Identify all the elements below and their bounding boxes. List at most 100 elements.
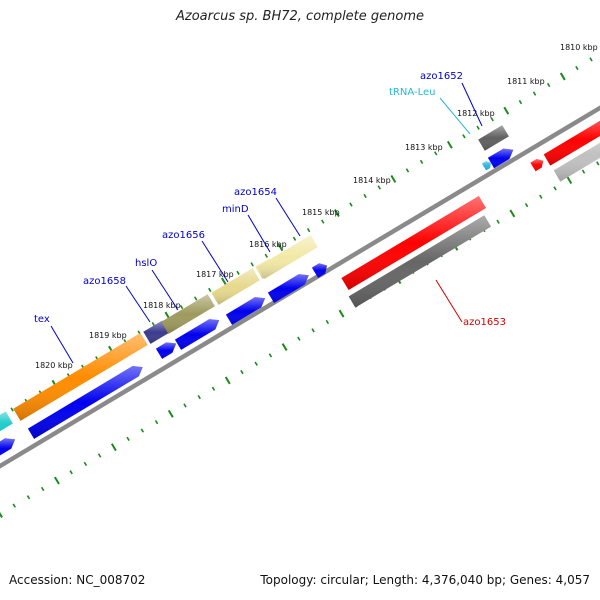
kbp-tick-label: 1811 kbp <box>507 77 545 86</box>
ruler-tick <box>390 175 397 183</box>
ruler-tick <box>110 443 117 452</box>
ruler-tick <box>12 503 16 508</box>
cds-azo1656-shade <box>225 297 266 325</box>
cds-azo1652-shade <box>487 148 514 169</box>
feature-tex-shade <box>13 333 148 421</box>
azo1652-label: azo1652 <box>420 71 463 82</box>
ruler-tick <box>26 495 31 500</box>
ruler-tick <box>292 236 297 241</box>
ruler-tick <box>311 328 315 333</box>
ruler-tick <box>325 319 330 325</box>
ruler-tick <box>306 228 311 233</box>
minD-leader <box>247 214 271 253</box>
ruler-tick <box>446 140 453 149</box>
ruler-tick <box>224 376 231 385</box>
ruler-tick <box>183 403 187 408</box>
ruler-tick <box>419 159 424 165</box>
azo1654-label: azo1654 <box>234 187 277 198</box>
hslO-leader <box>151 269 179 311</box>
kbp-tick-label: 1820 kbp <box>35 361 73 370</box>
ruler-tick <box>333 209 340 218</box>
cds-right-red-tip-shade <box>530 159 544 172</box>
ruler-tick <box>377 185 381 190</box>
azo1654-leader <box>275 197 301 237</box>
ruler-tick <box>405 168 410 173</box>
ruler-tick <box>277 243 284 252</box>
azo1656-label: azo1656 <box>162 230 205 241</box>
ruler-tick <box>97 453 102 458</box>
kbp-tick-label: 1813 kbp <box>405 143 443 152</box>
ruler-tick <box>151 321 156 327</box>
azo1653-leader <box>435 279 463 323</box>
ruler-tick <box>281 343 288 351</box>
ruler-tick <box>338 309 345 318</box>
ruler-tick <box>596 161 600 166</box>
ruler-tick <box>559 72 566 81</box>
azo1658-leader <box>125 285 151 323</box>
kbp-tick-label: 1819 kbp <box>89 331 127 340</box>
ruler-tick <box>518 99 523 105</box>
feature-right-grey-shade <box>553 142 600 182</box>
map-title: Azoarcus sp. BH72, complete genome <box>175 9 425 24</box>
ruler-tick <box>297 336 301 341</box>
ruler-tick <box>54 476 60 485</box>
ruler-tick <box>208 287 212 293</box>
accession-text: Accession: NC_008702 <box>9 573 146 587</box>
ruler-tick <box>321 219 325 224</box>
ruler-tick <box>126 436 130 441</box>
tex-leader <box>50 325 74 364</box>
ruler-tick <box>69 470 73 475</box>
ruler-tick <box>496 219 500 224</box>
ruler-tick <box>509 209 516 218</box>
ruler-tick <box>240 369 244 375</box>
ruler-tick <box>363 193 367 199</box>
feature-azo1654-shade <box>257 235 318 279</box>
ruler-tick <box>532 91 537 96</box>
feature-cyan-shade <box>0 411 13 432</box>
trna-leu-shade <box>481 161 491 171</box>
ruler-tick <box>264 253 268 258</box>
ruler-tick <box>40 486 45 492</box>
ruler-tick <box>236 270 240 275</box>
azo1652-leader <box>461 82 483 127</box>
ruler-tick <box>83 461 88 467</box>
ruler-tick <box>581 169 586 174</box>
ruler-tick <box>211 386 216 391</box>
minD-label: minD <box>222 204 249 215</box>
cds-hslO-shade <box>174 319 220 350</box>
ruler-tick <box>140 428 145 433</box>
kbp-tick-label: 1816 kbp <box>249 240 287 249</box>
tex-label: tex <box>34 314 50 325</box>
ruler-tick <box>503 106 510 115</box>
feature-azo1656-shade <box>211 268 260 305</box>
genome-summary-text: Topology: circular; Length: 4,376,040 bp… <box>260 573 590 587</box>
kbp-tick-label: 1817 kbp <box>196 270 234 279</box>
ruler-tick <box>268 353 273 358</box>
ruler-tick <box>254 361 258 366</box>
ruler-tick <box>575 65 579 71</box>
hslO-label: hslO <box>135 258 157 269</box>
ruler-tick <box>221 277 227 286</box>
ruler-tick <box>433 151 438 156</box>
feature-hslO-shade <box>161 294 215 334</box>
ruler-tick <box>154 420 159 425</box>
ruler-tick <box>197 394 201 400</box>
feature-right-red-shade <box>543 120 600 166</box>
trna-leu-label: tRNA-Leu <box>389 87 435 98</box>
cds-tex-shade <box>27 366 143 439</box>
cds-azo1658-shade <box>155 342 177 359</box>
ruler-tick <box>349 202 353 207</box>
ruler-tick <box>462 134 466 139</box>
cds-minD-shade <box>267 274 309 303</box>
cds-azo1654-shade <box>311 263 327 278</box>
kbp-tick-label: 1814 kbp <box>353 176 391 185</box>
ruler-tick <box>524 202 529 208</box>
ruler-tick <box>490 117 494 122</box>
cds-left-shade <box>0 438 16 456</box>
azo1656-leader <box>201 240 229 283</box>
ruler-tick <box>179 304 184 310</box>
azo1653-label: azo1653 <box>463 317 506 328</box>
feature-azo1653-shade <box>341 196 486 290</box>
feature-azo1658-shade <box>143 320 170 344</box>
